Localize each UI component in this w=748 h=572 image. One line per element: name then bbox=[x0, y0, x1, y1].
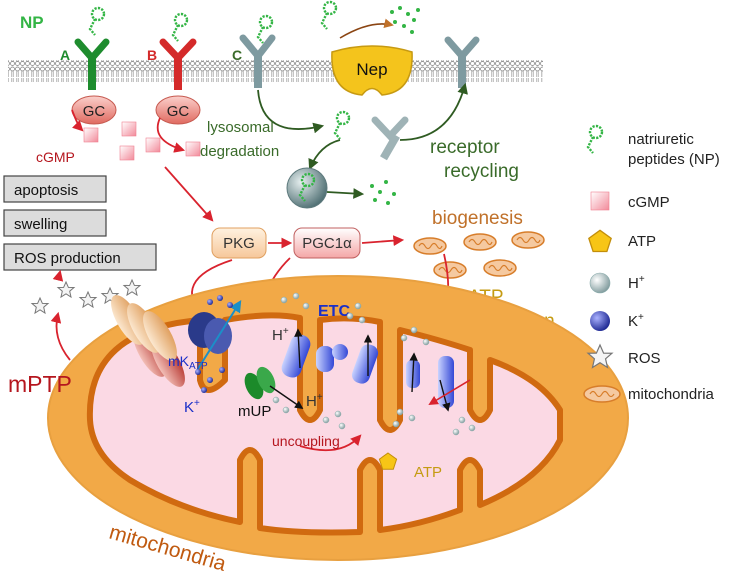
nep-enzyme: Nep bbox=[331, 45, 413, 96]
legend-ros-icon bbox=[586, 343, 614, 369]
etc-label: ETC bbox=[318, 303, 350, 320]
recycling-label: recycling bbox=[444, 161, 519, 182]
legend-cgmp-label: cGMP bbox=[628, 194, 670, 211]
etc-complexes bbox=[281, 334, 454, 408]
svg-text:apoptosis: apoptosis bbox=[14, 182, 78, 199]
outcome-box-apoptosis: apoptosis bbox=[3, 175, 107, 203]
lysosomal-label: lysosomal bbox=[207, 119, 274, 136]
ros-star-icon bbox=[31, 297, 49, 314]
legend-ros-label: ROS bbox=[628, 350, 661, 367]
ros-star-icon bbox=[123, 279, 141, 296]
np-internalized-icon bbox=[333, 110, 351, 141]
legend-h-icon bbox=[589, 272, 611, 294]
cgmp-label: cGMP bbox=[36, 149, 75, 165]
receptor-c bbox=[239, 34, 276, 88]
gc-domain-a: GC bbox=[71, 95, 117, 125]
receptor-b-label: B bbox=[147, 47, 157, 63]
np-peptide-icon bbox=[88, 6, 106, 37]
atp-inner-label: ATP bbox=[414, 464, 442, 481]
legend-atp-label: ATP bbox=[628, 233, 656, 250]
np-peptide-icon bbox=[320, 0, 338, 31]
receptor-c-recycled bbox=[444, 36, 480, 88]
receptor-a bbox=[74, 38, 110, 90]
uncoupling-label: uncoupling bbox=[272, 433, 340, 449]
np-label: NP bbox=[20, 13, 44, 32]
svg-text:swelling: swelling bbox=[14, 216, 67, 233]
receptor-b bbox=[159, 38, 197, 90]
receptor-a-label: A bbox=[60, 47, 70, 63]
receptor-c-internal bbox=[371, 116, 409, 161]
svg-text:PGC1α: PGC1α bbox=[302, 235, 352, 252]
svg-text:ROS production: ROS production bbox=[14, 250, 121, 267]
mptp-complex bbox=[111, 295, 185, 387]
k-plus-label: K+ bbox=[184, 398, 200, 416]
ros-star-icon bbox=[57, 281, 75, 298]
legend-np-label: natriuretic bbox=[628, 131, 694, 148]
h-plus-label-inner: H+ bbox=[306, 392, 323, 410]
degradation-label: degradation bbox=[200, 143, 279, 160]
biogenesis-label: biogenesis bbox=[432, 208, 523, 229]
legend-np-icon bbox=[586, 124, 604, 155]
ros-star-icon bbox=[79, 291, 97, 308]
np-fragments bbox=[390, 6, 420, 34]
lysosome bbox=[286, 167, 328, 209]
legend: natriuretic peptides (NP) cGMP ATP H+ K+… bbox=[583, 124, 720, 403]
svg-text:GC: GC bbox=[83, 103, 106, 120]
svg-text:GC: GC bbox=[167, 103, 190, 120]
pkg-node: PKG bbox=[211, 227, 267, 259]
np-peptide-icon bbox=[171, 12, 189, 43]
svg-text:PKG: PKG bbox=[223, 235, 255, 252]
mup-label: mUP bbox=[238, 403, 271, 420]
degraded-fragments bbox=[370, 180, 396, 205]
legend-atp-icon bbox=[588, 229, 612, 253]
legend-k-label: K+ bbox=[628, 312, 644, 330]
receptor-c-label: C bbox=[232, 47, 242, 63]
legend-mitochondria-icon bbox=[583, 385, 621, 403]
mkatp-label: mKATP bbox=[168, 353, 208, 372]
legend-np-label-2: peptides (NP) bbox=[628, 151, 720, 168]
mkatp-channel bbox=[188, 299, 242, 373]
receptor-label: receptor bbox=[430, 137, 500, 158]
cgmp-squares bbox=[83, 121, 201, 161]
legend-mitochondria-label: mitochondria bbox=[628, 386, 715, 403]
nep-label: Nep bbox=[356, 60, 387, 79]
mptp-label: mPTP bbox=[8, 371, 72, 397]
cleavage-arrow bbox=[339, 18, 394, 39]
legend-cgmp-icon bbox=[590, 191, 610, 211]
h-plus-label: H+ bbox=[272, 326, 289, 344]
legend-k-icon bbox=[590, 311, 610, 331]
pgc1a-node: PGC1α bbox=[293, 227, 361, 259]
outcome-box-ros: ROS production bbox=[3, 243, 157, 271]
legend-h-label: H+ bbox=[628, 274, 645, 292]
gc-domain-b: GC bbox=[155, 95, 201, 125]
outcome-box-swelling: swelling bbox=[3, 209, 107, 237]
